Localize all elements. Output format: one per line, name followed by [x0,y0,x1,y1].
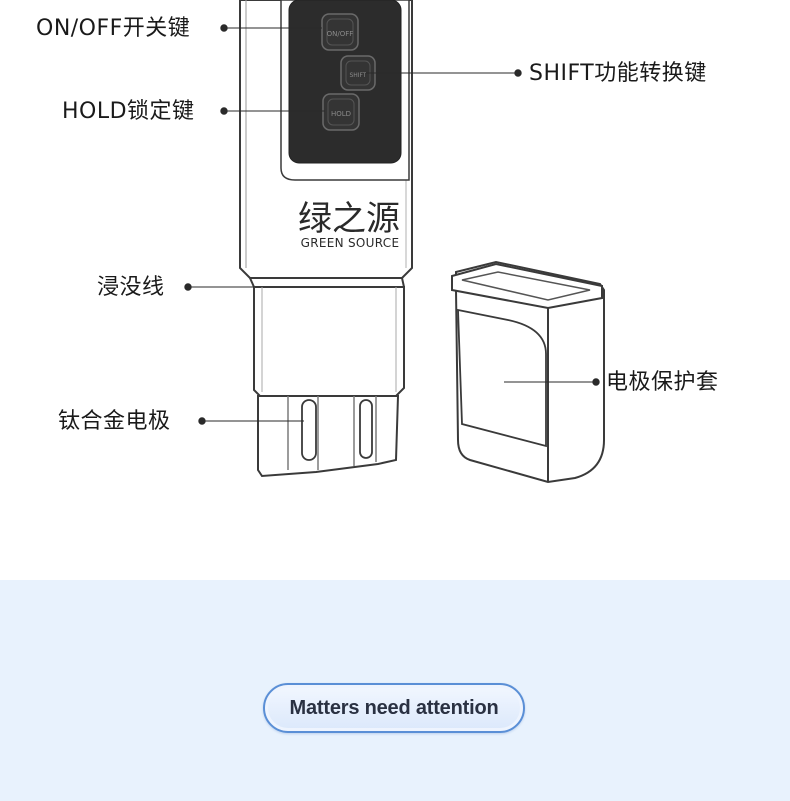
hold-key-text: HOLD [331,110,351,118]
label-on-off-key: ON/OFF开关键 [36,16,191,41]
label-hold-key: HOLD锁定键 [62,99,195,124]
label-protective-cap: 电极保护套 [606,370,719,395]
pen-lower [253,286,405,397]
brand-en: GREEN SOURCE [301,236,400,250]
product-diagram: ON/OFF SHIFT HOLD 绿之源 GREEN SOURCE [36,0,719,484]
brand-cn: 绿之源 [298,199,400,239]
electrode-housing [257,395,400,478]
shift-key-text: SHIFT [349,72,366,79]
attention-section: Matters need attention [0,580,790,801]
protective-cap [451,260,605,484]
on-off-key [321,13,359,51]
on-off-key-text: ON/OFF [327,30,354,38]
hold-key [322,93,360,131]
label-immersion-line: 浸没线 [97,275,165,300]
titanium-electrode [301,399,317,461]
label-titanium-electrode: 钛合金电极 [58,409,171,434]
pen-illustration: ON/OFF SHIFT HOLD 绿之源 GREEN SOURCE [184,0,605,484]
matters-attention-button[interactable]: Matters need attention [263,683,525,733]
label-shift-key: SHIFT功能转换键 [529,61,707,86]
